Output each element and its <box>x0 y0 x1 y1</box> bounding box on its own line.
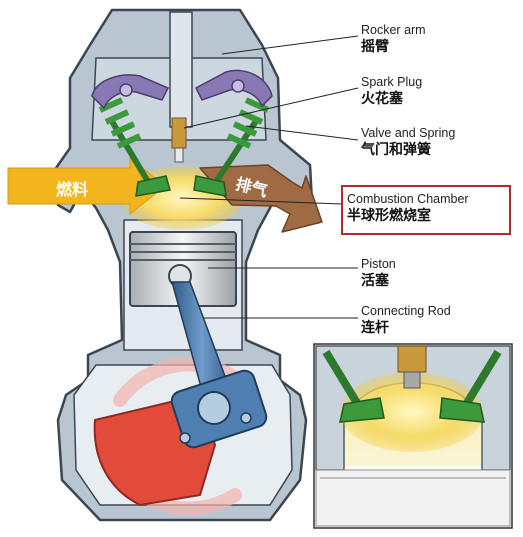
crank-big-end <box>170 369 268 449</box>
label-rocker-arm-zh: 摇臂 <box>361 37 389 54</box>
label-combustion-chamber-zh: 半球形燃烧室 <box>347 206 431 223</box>
label-connecting-rod: Connecting Rod 连杆 <box>361 304 451 335</box>
combustion-chamber-highlight <box>341 185 511 235</box>
label-spark-plug-en: Spark Plug <box>361 75 423 89</box>
label-piston-en: Piston <box>361 257 396 271</box>
spark-plug-body <box>171 117 187 149</box>
label-spark-plug: Spark Plug 火花塞 <box>361 75 423 106</box>
intake-arrow <box>7 156 166 216</box>
label-rocker-arm: Rocker arm 摇臂 <box>361 23 426 54</box>
leader-rocker-arm <box>221 35 359 55</box>
exhaust-valve-head <box>193 175 227 197</box>
label-piston: Piston 活塞 <box>361 257 396 288</box>
leader-spark-plug <box>183 87 359 129</box>
exhaust-arrow <box>199 164 323 233</box>
label-combustion-chamber: Combustion Chamber 半球形燃烧室 <box>347 192 469 223</box>
label-valve-spring-zh: 气门和弹簧 <box>361 140 431 157</box>
label-valve-spring: Valve and Spring 气门和弹簧 <box>361 126 456 157</box>
center-column <box>169 11 193 128</box>
leader-combustion-chamber <box>179 197 342 205</box>
exhaust-valve-spring <box>226 97 270 149</box>
intake-valve-head <box>135 175 171 197</box>
rocker-pivot-right <box>231 79 245 93</box>
label-rocker-arm-en: Rocker arm <box>361 23 426 37</box>
leader-valve-spring <box>245 125 359 141</box>
label-piston-zh: 活塞 <box>361 271 389 288</box>
intake-arrow-label: 燃料 <box>56 180 89 199</box>
spark-plug-tip <box>174 147 184 163</box>
label-connecting-rod-en: Connecting Rod <box>361 304 451 318</box>
label-spark-plug-zh: 火花塞 <box>361 89 403 106</box>
label-combustion-chamber-en: Combustion Chamber <box>347 192 469 206</box>
label-valve-spring-en: Valve and Spring <box>361 126 456 140</box>
label-connecting-rod-zh: 连杆 <box>361 318 389 335</box>
rocker-pivot-left <box>119 83 133 97</box>
inset-combustion-detail <box>313 343 513 529</box>
